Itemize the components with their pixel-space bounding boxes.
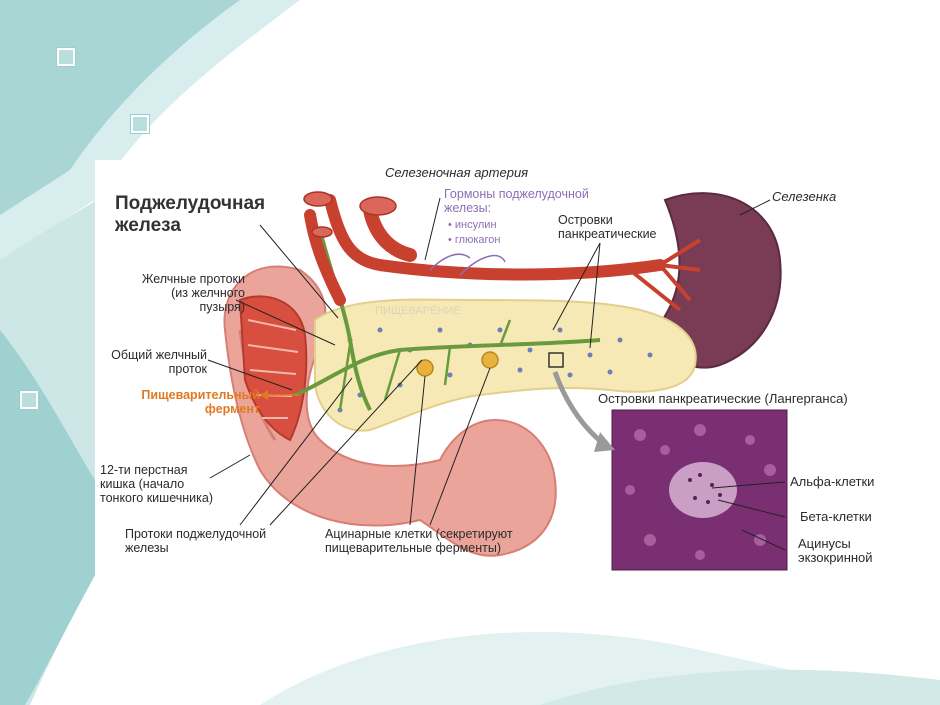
decor-square (131, 115, 149, 133)
spleen-label: Селезенка (772, 189, 837, 204)
islets-label: Островки панкреатические (558, 213, 657, 241)
pancreas-label: Поджелудочная железа (115, 193, 266, 236)
hormone-glucagon-label: • глюкагон (448, 234, 501, 246)
bile-ducts-label: Желчные протоки (из желчного пузыря) (141, 272, 245, 314)
digestive-enzyme-label: Пищеварительный фермент (141, 388, 260, 416)
splenic-artery-label: Селезеночная артерия (385, 165, 529, 180)
hormones-title-label: Гормоны поджелудочной железы: (444, 187, 589, 215)
alpha-cells-label: Альфа-клетки (790, 474, 875, 489)
common-bile-duct-label: Общий желчный проток (111, 348, 207, 376)
islets-langerhans-label: Островки панкреатические (Лангерганса) (598, 391, 848, 406)
acinar-cells-label: Ацинарные клетки (секретируют пищеварите… (325, 527, 513, 555)
beta-cells-label: Бета-клетки (800, 509, 872, 524)
duodenum-label: 12-ти перстная кишка (начало тонкого киш… (100, 463, 213, 505)
pancreatic-ducts-label: Протоки поджелудочной железы (125, 527, 267, 555)
hormone-insulin-label: • инсулин (448, 219, 497, 231)
decor-square (57, 48, 75, 66)
exocrine-acini-label: Ацинусы экзокринной (798, 536, 873, 565)
decor-square (20, 391, 38, 409)
